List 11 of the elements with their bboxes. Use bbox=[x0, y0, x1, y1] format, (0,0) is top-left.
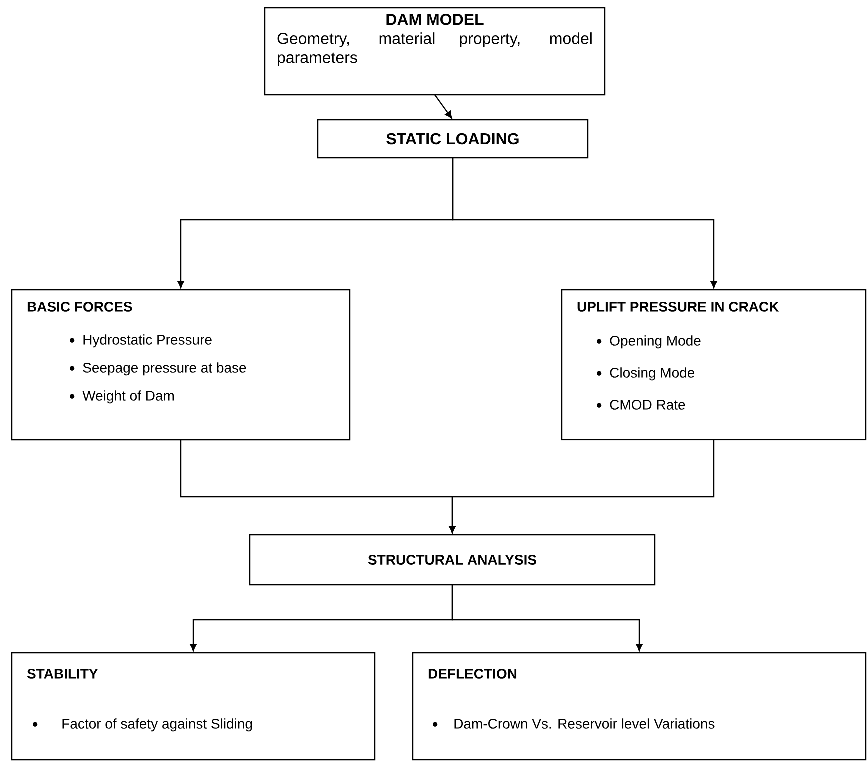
process-box: STATIC LOADING bbox=[317, 119, 589, 159]
process-box: UPLIFT PRESSURE IN CRACK Opening Mode Closing Mode CMOD Rate bbox=[561, 289, 867, 441]
process-box: STRUCTURAL ANALYSIS bbox=[249, 534, 656, 586]
arrow bbox=[452, 158, 718, 288]
process-box: DEFLECTION Dam-Crown Vs. Reservoir level Variations bbox=[412, 652, 867, 761]
arrow bbox=[434, 94, 452, 119]
arrow bbox=[449, 440, 715, 534]
process-box: BASIC FORCES Hydrostatic Pressure Seepage pressure at base Weight of Dam bbox=[11, 289, 351, 441]
arrow bbox=[452, 585, 643, 652]
process-box: DAM MODEL Geometry, material property, model parameters bbox=[264, 7, 606, 96]
process-box: STABILITY Factor of safety against Sliding bbox=[11, 652, 376, 761]
